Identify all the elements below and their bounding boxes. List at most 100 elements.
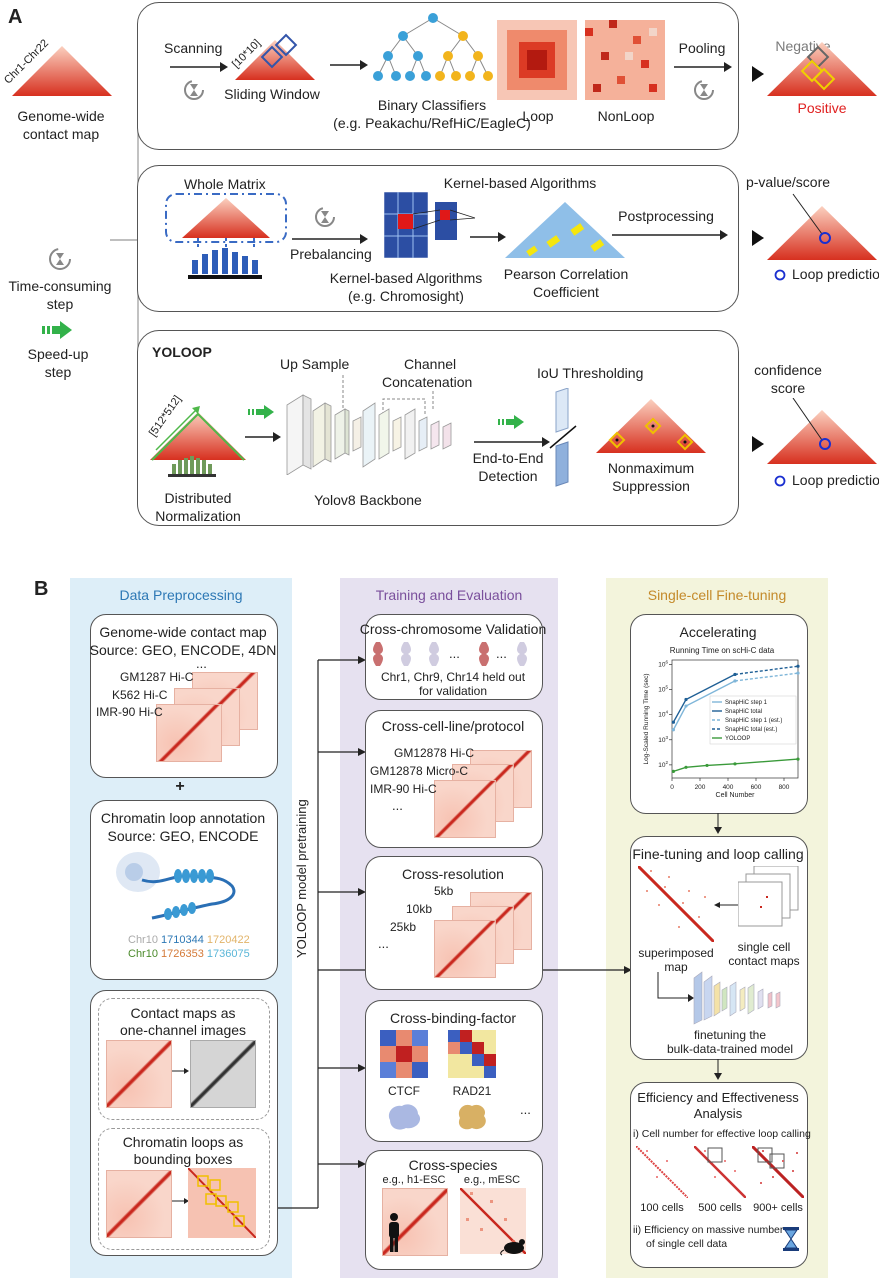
species-label-1: e.g., h1-ESC [382,1174,446,1186]
postprocessing-arrow [612,230,728,240]
time-consuming-icon [315,207,335,227]
finetune-label-2: bulk-data-trained model [666,1042,794,1056]
end-to-end-arrow [474,437,550,447]
rad21-protein-icon [458,1104,486,1130]
single-cell-label-2: contact maps [728,954,800,968]
loop-prediction-label-2: Loop prediction [792,472,879,488]
loop-label: Loop [522,108,554,124]
loop-annotation-box [90,800,278,980]
kernel-convolution-figure [383,191,476,259]
distributed-label-1: Distributed [164,490,232,506]
pooling-output-map [767,42,877,96]
loop-map [106,1170,172,1238]
superimposed-label-1: superimposed [638,946,714,960]
arrow [330,60,368,70]
onechannel-label-1: Contact maps as [130,1005,236,1021]
time-consuming-label-2: step [46,296,74,312]
loop-prediction-legend-icon [774,475,786,487]
chromosome-icons [373,642,527,666]
data-point [671,720,675,724]
y-tick-label: 103 [658,735,668,744]
plus-sign: + [175,778,185,795]
genome-title: Genome-wide contact map [99,624,267,640]
iou-label: IoU Thresholding [537,365,644,381]
positive-label: Positive [797,100,847,116]
res-25kb-map [434,920,496,978]
ctcf-protein-icon [388,1104,421,1130]
time-consuming-icon [184,80,204,100]
loop-prediction-label: Loop prediction [792,266,879,282]
prebalancing-arrow [292,234,368,244]
prebalancing-label: Prebalancing [290,246,372,262]
human-silhouette-icon [389,1213,399,1252]
x-tick-label: 200 [695,784,706,791]
whole-matrix-label: Whole Matrix [184,176,266,192]
time-consuming-icon [694,80,714,100]
bbox-label-1: Chromatin loops as [122,1134,244,1150]
x-tick-label: 400 [723,784,734,791]
chromatin-loop-illustration [116,852,236,920]
coord-row-1: Chr10 1710344 1720422 [128,934,250,946]
nms-map [596,399,706,453]
channel-label-1: Channel [404,356,457,372]
kernel-sub-label-2: (e.g. Chromosight) [348,288,464,304]
coord2-chr: Chr10 [128,948,158,960]
series-line [734,665,799,676]
res-label-10kb: 10kb [406,902,433,916]
imr90-map [156,704,222,762]
res-label-25kb: 25kb [390,920,417,934]
single-cell-label-1: single cell [737,940,791,954]
x-tick-label: 800 [779,784,790,791]
y-axis-label: Log-Scaled Running Time (sec) [643,673,650,764]
data-point [684,697,688,702]
genome-map-label-1: Genome-wide [17,108,105,124]
cell-line-gm1287: GM1287 Hi-C [120,670,194,684]
genome-ellipsis: ... [196,656,207,671]
chart-title: Running Time on scHi-C data [669,646,775,655]
y-tick-label: 104 [658,710,668,719]
col1-title: Data Preprocessing [119,587,243,603]
cell-label-1: GM12878 Hi-C [394,746,475,760]
mouse-silhouette-icon [500,1239,525,1256]
y-tick-label: 105 [658,685,668,694]
binary-classifier-trees [373,13,493,81]
kernel-title-label: Kernel-based Algorithms [443,175,597,191]
cross-res-title: Cross-resolution [402,866,504,882]
panel-b-label: B [34,578,49,600]
cross-cell-title: Cross-cell-line/protocol [381,718,525,734]
cross-binding-title: Cross-binding-factor [389,1010,517,1026]
rad21-label: RAD21 [452,1084,492,1098]
whole-matrix-figure [165,193,287,279]
data-point [705,763,709,768]
pooling-label: Pooling [678,40,726,56]
data-point [733,672,737,677]
species-label-2: e.g., mESC [463,1174,521,1186]
data-point [796,671,800,675]
chrom-dots: ... [449,646,460,661]
sliding-window-map [235,33,315,80]
output-pointer-icon [752,436,764,452]
rad21-heatmap [448,1030,496,1078]
cells-100-label: 100 cells [640,1202,684,1214]
cell-label-2: GM12878 Micro-C [370,764,469,778]
ctcf-label: CTCF [388,1084,420,1098]
time-consuming-label-1: Time-consuming [8,278,112,294]
data-point [796,664,800,668]
yoloop-input-map [150,406,246,477]
coord1-b: 1720422 [206,934,250,946]
confidence-prediction-map [767,398,877,464]
data-point [733,679,737,683]
imr90-cell-map [434,780,496,838]
coord-row-2: Chr10 1726353 1736075 [128,948,250,960]
genome-wide-map [12,46,112,96]
data-point [733,762,737,766]
cell-line-imr90: IMR-90 Hi-C [96,705,163,719]
kernel-sub-label-1: Kernel-based Algorithms [329,270,483,286]
yoloop-label: YOLOOP [152,344,212,360]
res-label-5kb: 5kb [434,884,454,898]
loop-prediction-legend-icon [774,269,786,281]
eff-ii-label-1: ii) Efficiency on massive number [633,1224,784,1236]
bbox-label-2: bounding boxes [133,1151,233,1167]
arrow-down [714,813,722,834]
